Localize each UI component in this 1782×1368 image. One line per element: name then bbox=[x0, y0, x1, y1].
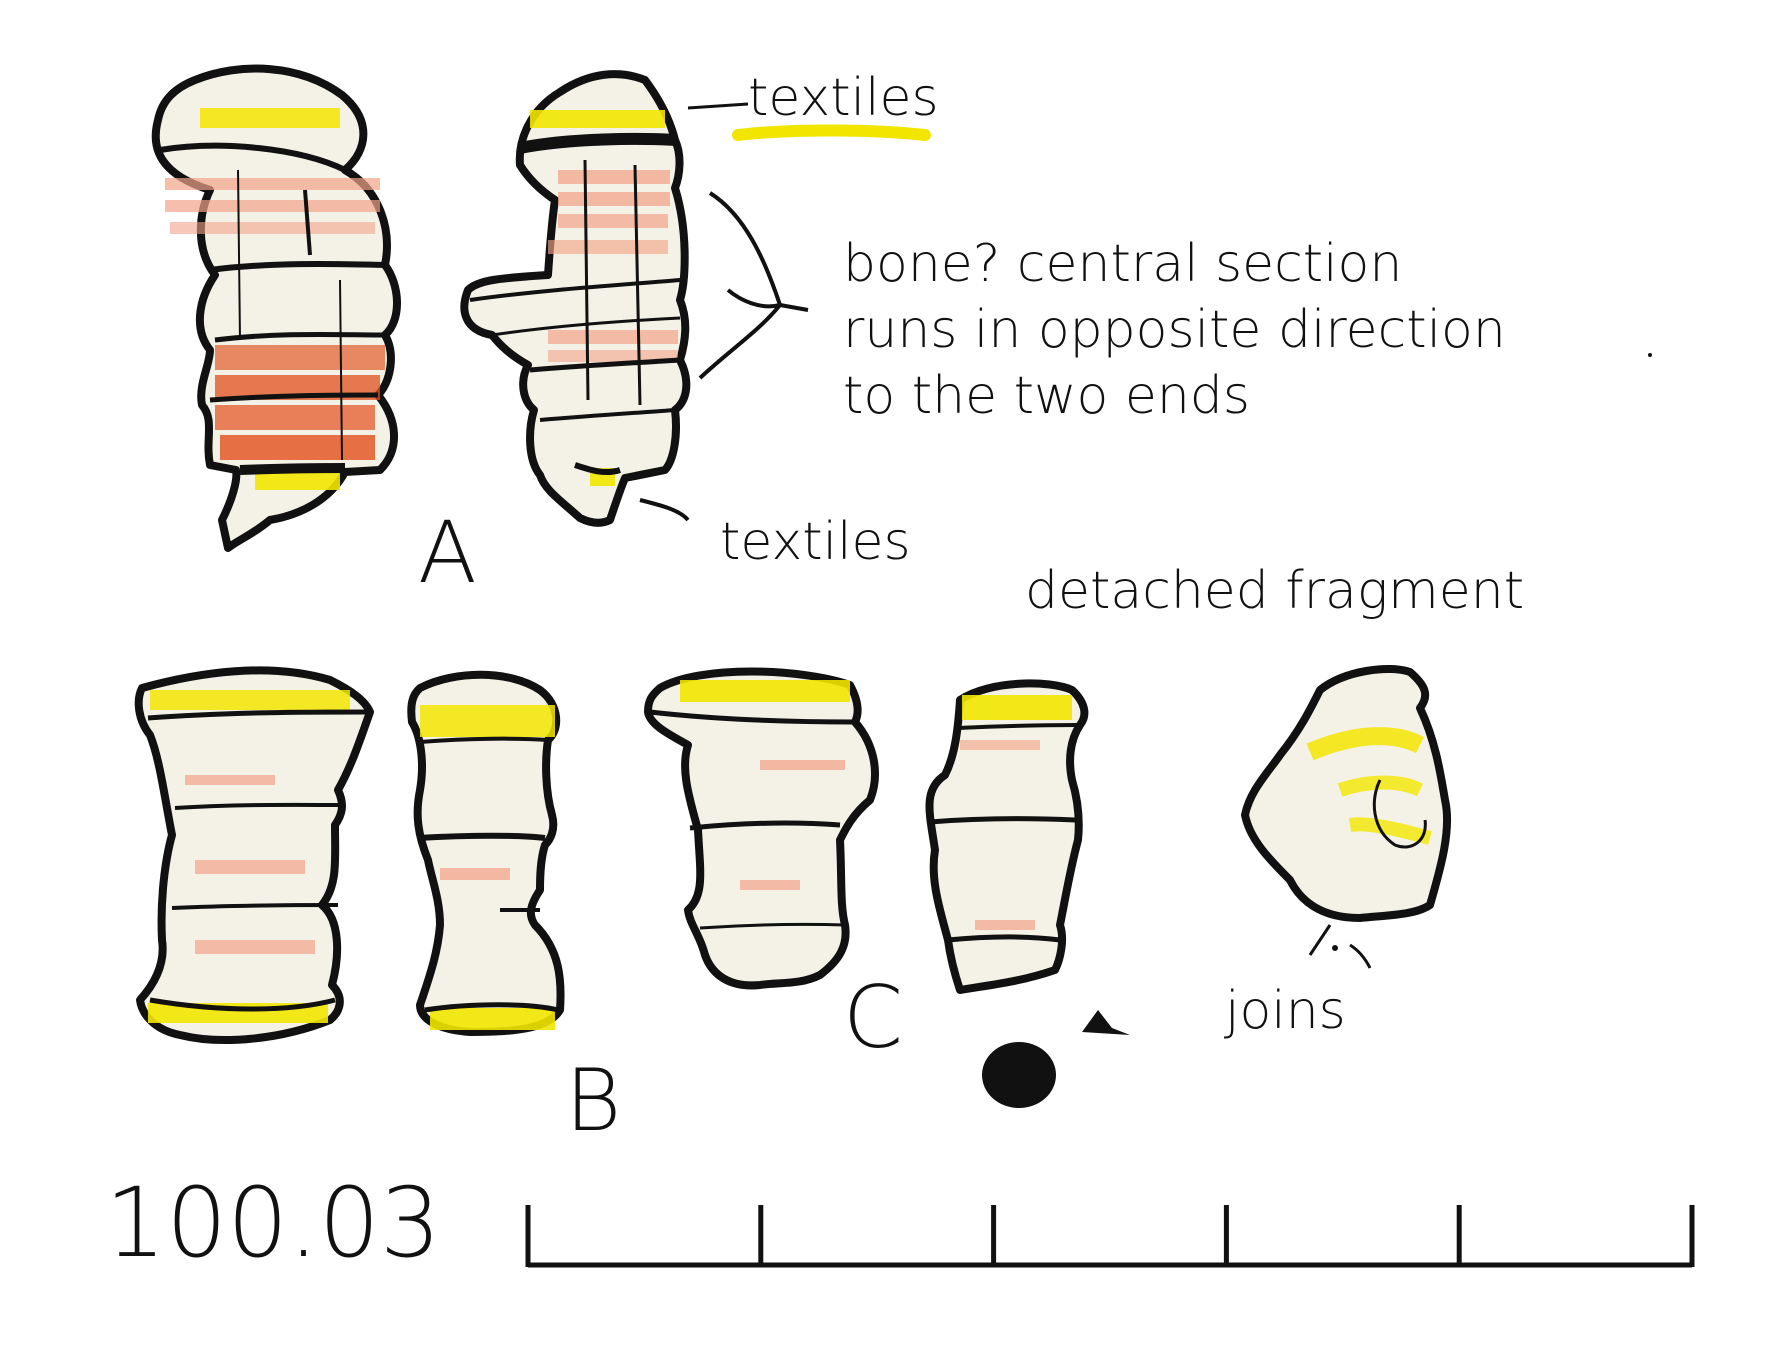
scale-bar bbox=[525, 1205, 1695, 1268]
catalog-number: 100.03 bbox=[105, 1167, 441, 1279]
section-triangle-icon bbox=[1082, 1010, 1130, 1035]
section-dot-icon bbox=[982, 1042, 1056, 1108]
joins-label: joins bbox=[1225, 981, 1346, 1041]
leader-lines bbox=[639, 102, 1652, 969]
fragment-a-right bbox=[460, 70, 691, 527]
textiles-label-bottom: textiles bbox=[720, 512, 911, 572]
fragment-b-left bbox=[134, 666, 374, 1044]
letter-c: C bbox=[843, 968, 904, 1068]
textiles-label-top: textiles bbox=[748, 68, 939, 128]
letter-a: A bbox=[418, 503, 477, 603]
bone-note-line-2: runs in opposite direction bbox=[843, 300, 1506, 360]
bone-note-line-3: to the two ends bbox=[843, 366, 1250, 426]
detached-fragment bbox=[1241, 665, 1452, 922]
fragment-a-left bbox=[151, 64, 401, 552]
detached-fragment-label: detached fragment bbox=[1025, 561, 1525, 621]
letter-b: B bbox=[565, 1051, 622, 1151]
bone-note-line-1: bone? central section bbox=[843, 234, 1403, 294]
fragment-c-left bbox=[644, 667, 879, 990]
fragment-c-right bbox=[925, 679, 1089, 994]
fragment-b-right bbox=[407, 670, 565, 1036]
